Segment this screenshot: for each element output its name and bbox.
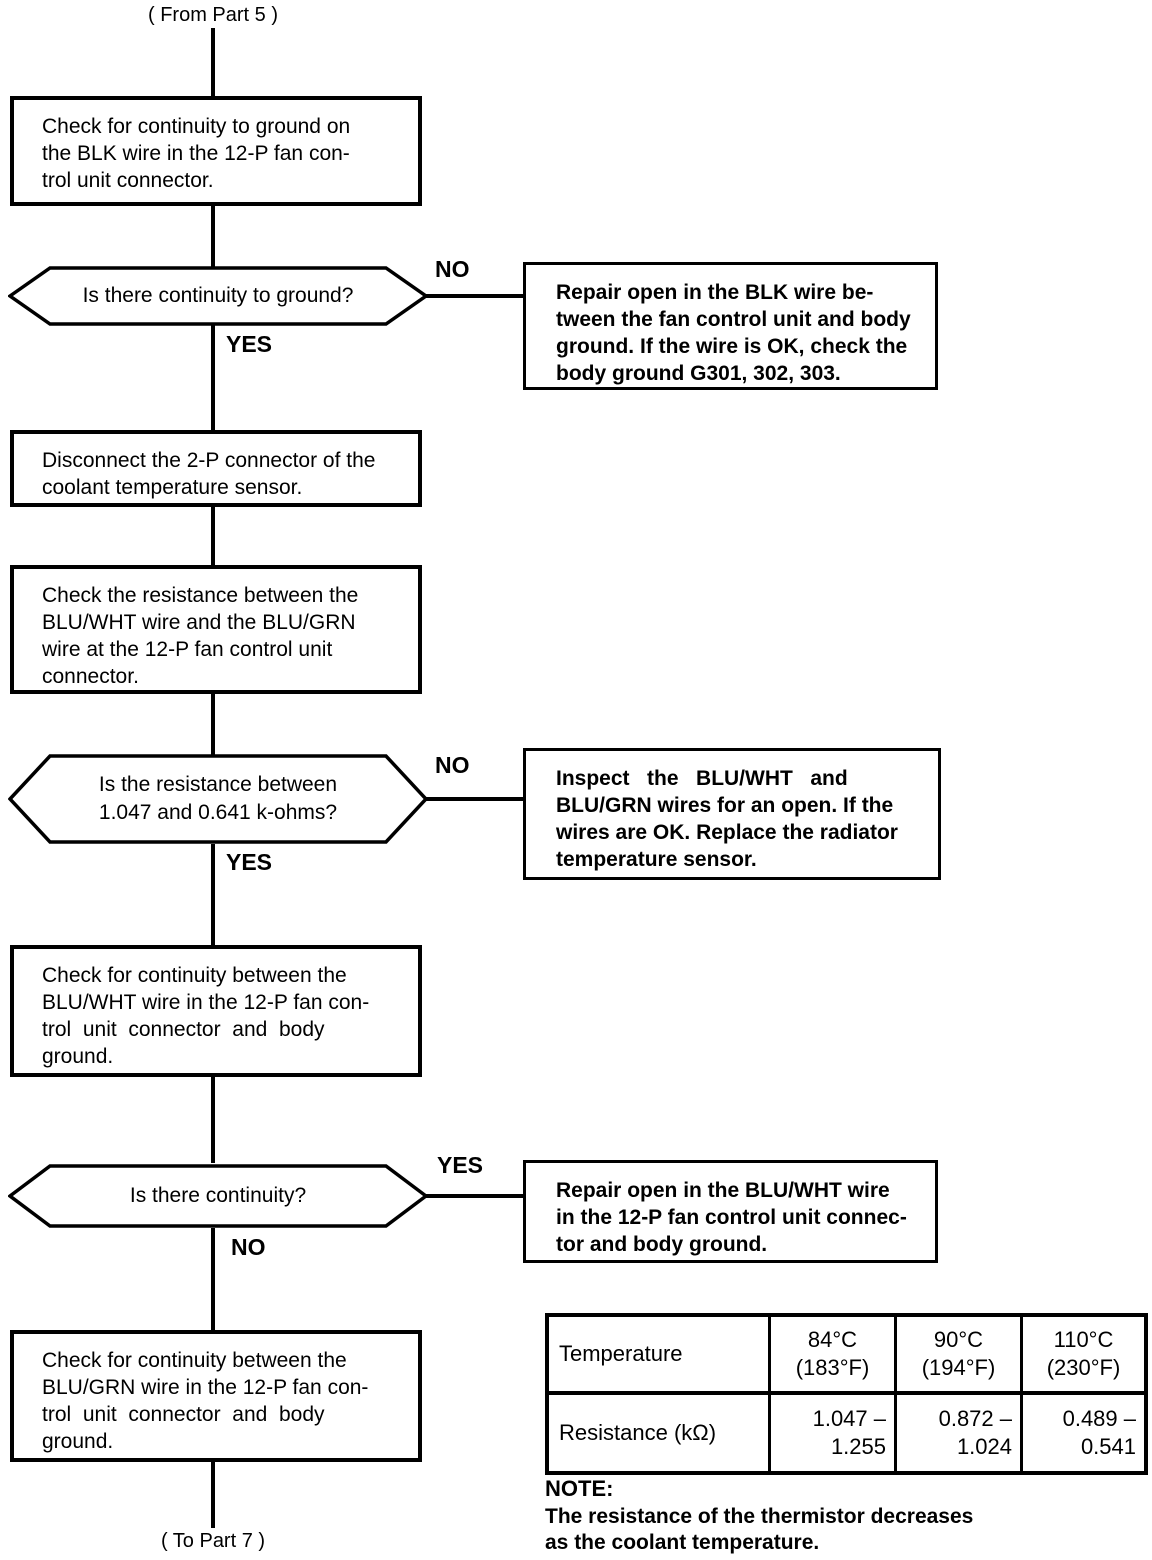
action-box-inspect-wires: Inspect the BLU/WHT and BLU/GRN wires fo… <box>523 748 941 880</box>
no-branch-label: NO <box>435 256 470 282</box>
connector-line <box>424 294 523 298</box>
connector-line <box>424 1194 523 1198</box>
yes-branch-label: YES <box>437 1152 484 1178</box>
resistance-table: Temperature 84°C (183°F) 90°C (194°F) 11… <box>545 1313 1148 1475</box>
no-branch-label: NO <box>435 752 470 778</box>
yes-branch-label: YES <box>226 331 273 357</box>
decision-continuity-text: Is there continuity? <box>129 1184 307 1207</box>
connector-line <box>211 694 215 755</box>
note-heading: NOTE: <box>545 1476 614 1501</box>
process-box-check-resistance: Check the resistance between the BLU/WHT… <box>10 565 422 694</box>
decision-continuity: Is there continuity? <box>8 1163 428 1229</box>
table-cell-temp-90c: 90°C (194°F) <box>894 1317 1020 1391</box>
to-part-label: ( To Part 7 ) <box>160 1530 266 1552</box>
decision-continuity-to-ground: Is there continuity to ground? <box>8 265 428 327</box>
decision-resistance-in-range-text: Is the resistance between 1.047 and 0.64… <box>98 773 338 824</box>
connector-line <box>211 206 215 267</box>
process-box-check-bluwht-continuity: Check for continuity between the BLU/WHT… <box>10 945 422 1077</box>
connector-line <box>211 844 215 945</box>
table-cell-resistance-84c: 1.047 – 1.255 <box>768 1391 894 1471</box>
process-box-disconnect-sensor: Disconnect the 2-P connector of the cool… <box>10 430 422 507</box>
no-branch-label: NO <box>231 1234 266 1260</box>
table-cell-temp-110c: 110°C (230°F) <box>1020 1317 1144 1391</box>
connector-line <box>211 1228 215 1330</box>
note-body: The resistance of the thermistor decreas… <box>545 1505 974 1554</box>
connector-line <box>211 507 215 565</box>
action-box-repair-bluwht: Repair open in the BLU/WHT wire in the 1… <box>523 1160 938 1263</box>
table-header-resistance: Resistance (kΩ) <box>549 1391 768 1471</box>
action-box-repair-blk: Repair open in the BLK wire be- tween th… <box>523 262 938 390</box>
process-box-check-blugrn-continuity: Check for continuity between the BLU/GRN… <box>10 1330 422 1462</box>
decision-resistance-in-range: Is the resistance between 1.047 and 0.64… <box>8 753 428 845</box>
connector-line <box>424 797 523 801</box>
note-block: NOTE: The resistance of the thermistor d… <box>545 1476 973 1556</box>
connector-line <box>211 28 215 96</box>
yes-branch-label: YES <box>226 849 273 875</box>
process-box-check-blk-continuity: Check for continuity to ground on the BL… <box>10 96 422 206</box>
connector-line <box>211 1462 215 1528</box>
table-cell-temp-84c: 84°C (183°F) <box>768 1317 894 1391</box>
connector-line <box>211 325 215 430</box>
table-header-temperature: Temperature <box>559 1341 683 1366</box>
table-cell-resistance-110c: 0.489 – 0.541 <box>1020 1391 1144 1471</box>
table-cell-resistance-90c: 0.872 – 1.024 <box>894 1391 1020 1471</box>
from-part-label: ( From Part 5 ) <box>147 4 278 26</box>
decision-continuity-to-ground-text: Is there continuity to ground? <box>82 284 354 307</box>
connector-line <box>211 1077 215 1163</box>
